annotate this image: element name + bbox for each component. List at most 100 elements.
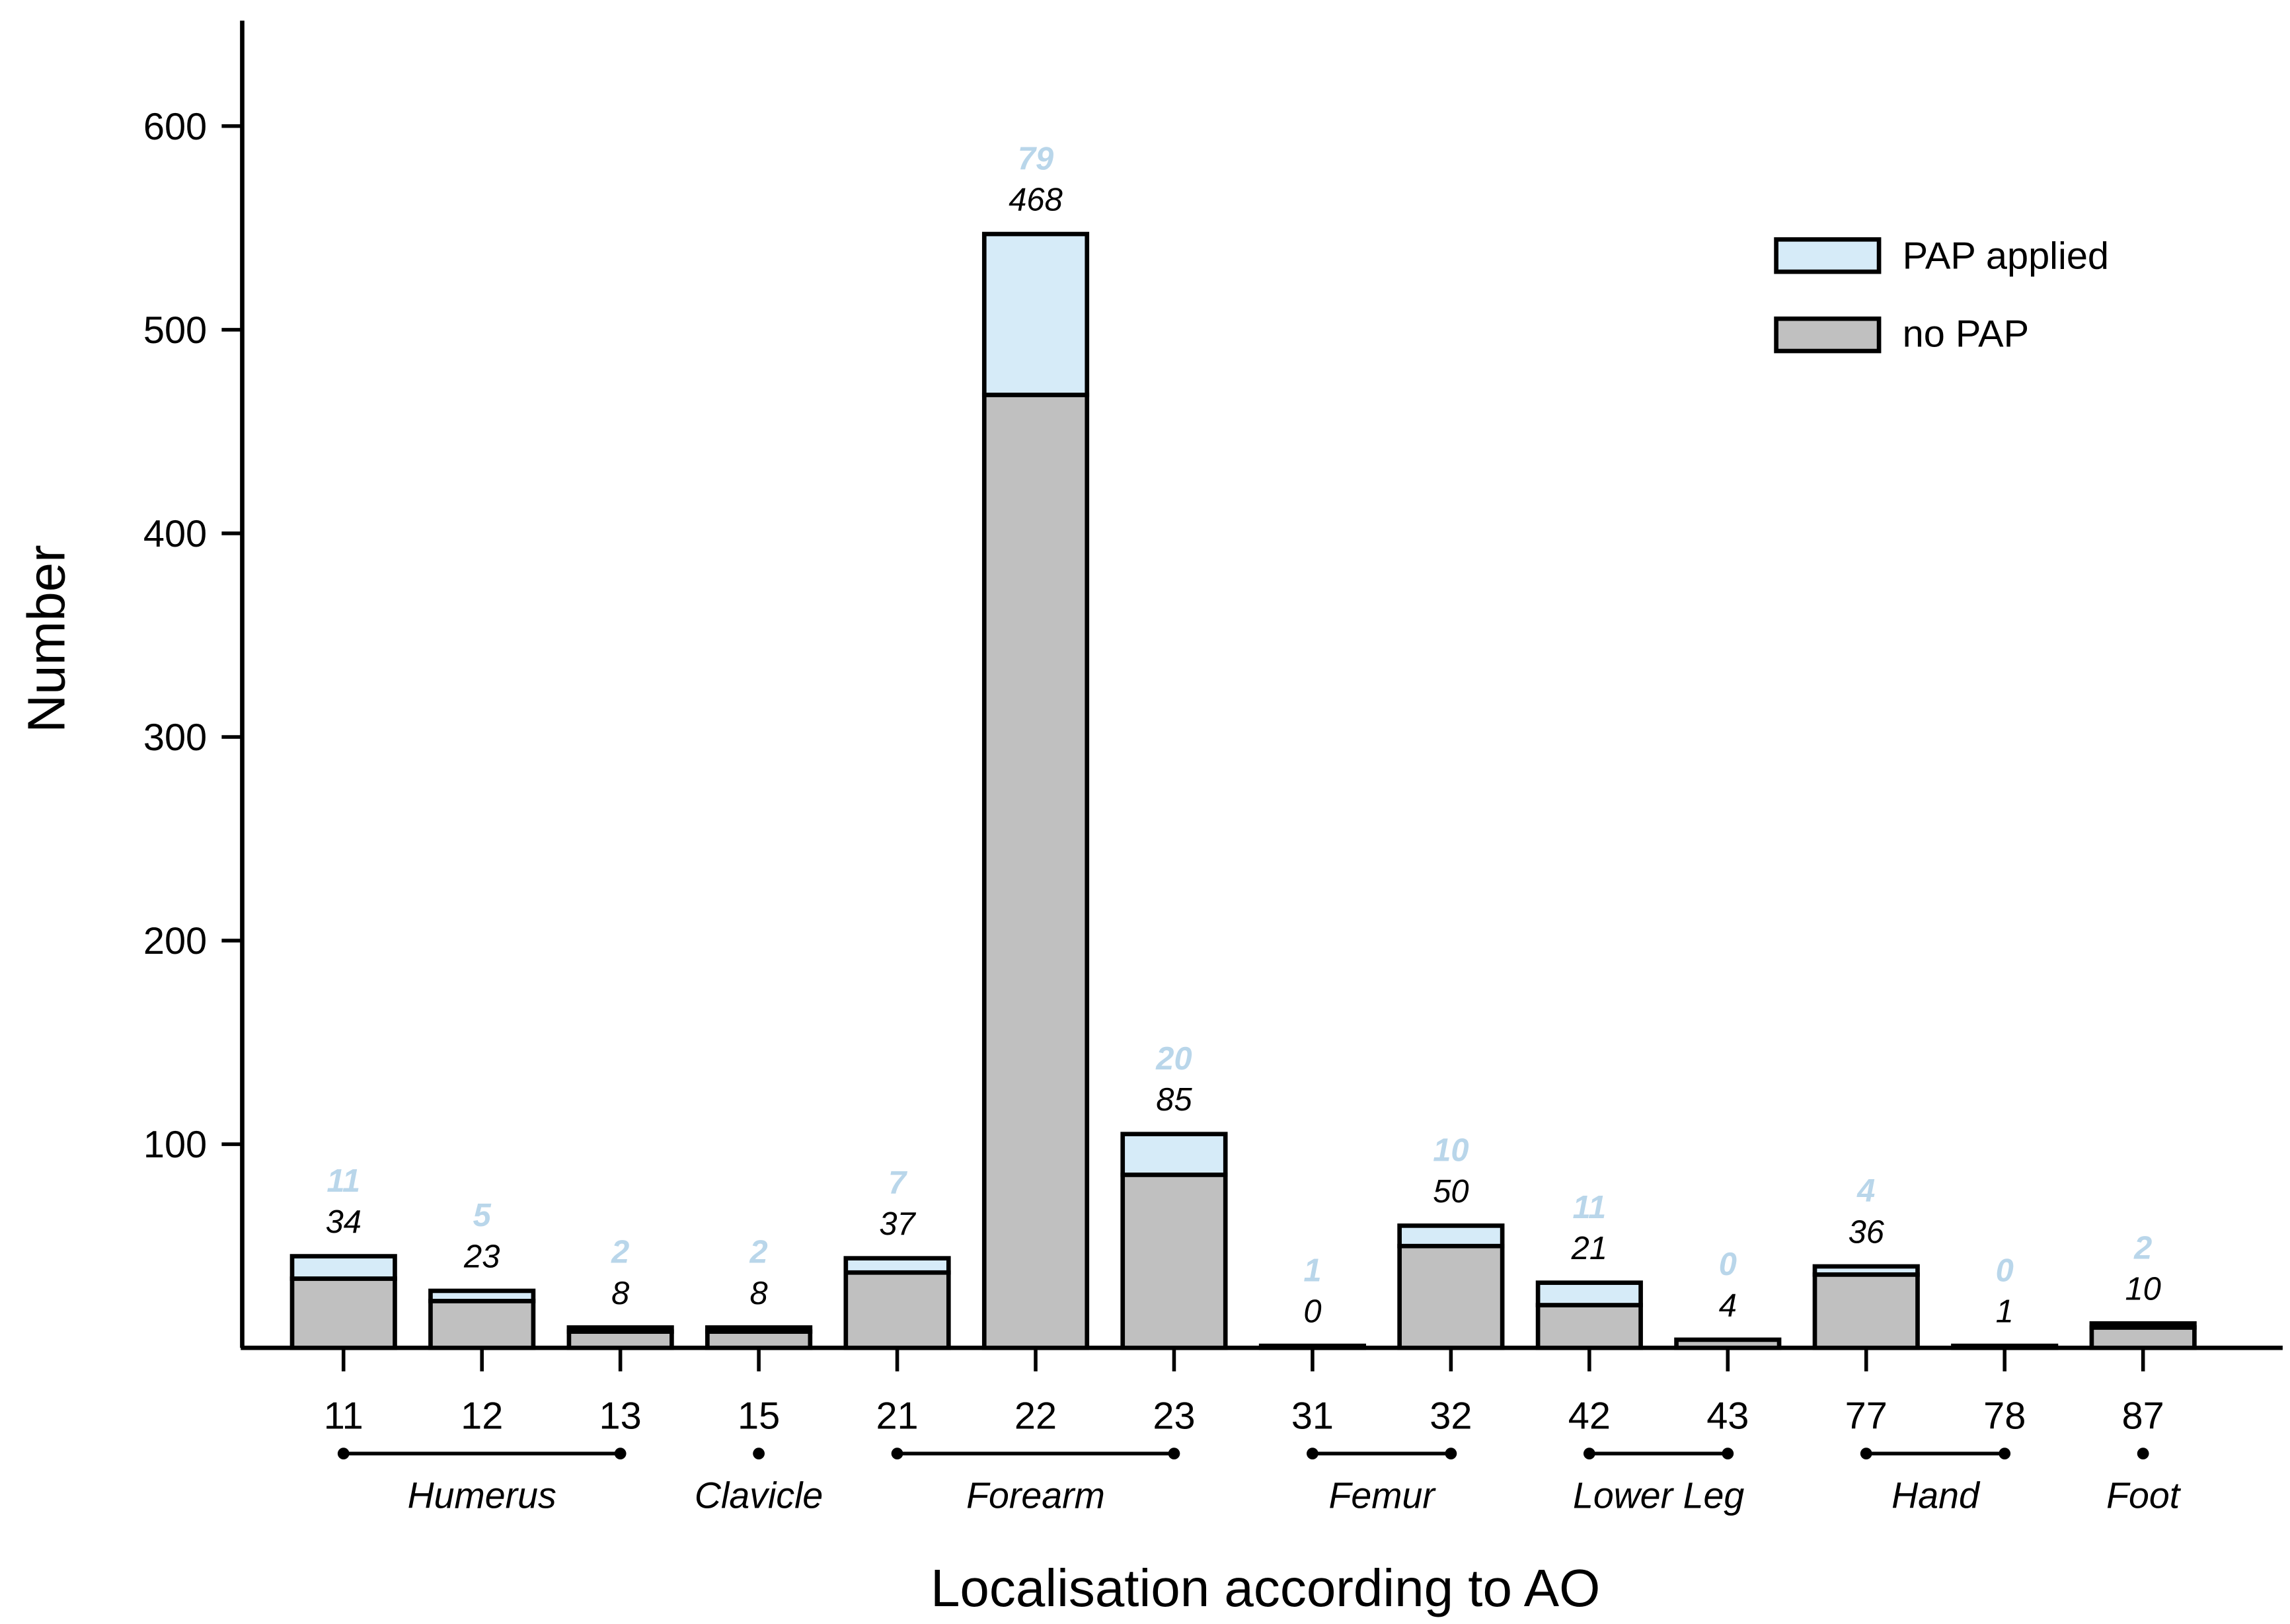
group-dot bbox=[2137, 1448, 2149, 1460]
group-label: Hand bbox=[1891, 1475, 1981, 1516]
legend: PAP applied no PAP bbox=[1774, 235, 2109, 355]
data-label-pap-applied: 11 bbox=[1572, 1190, 1606, 1225]
bar-no-pap bbox=[981, 393, 1090, 1350]
group-annotations: Humerus Clavicle Forearm Femur Lower Leg Hand… bbox=[337, 1448, 2182, 1516]
bar-no-pap bbox=[428, 1299, 536, 1350]
data-label-pap-applied: 4 bbox=[1856, 1173, 1875, 1209]
data-label-no-pap: 34 bbox=[326, 1204, 362, 1240]
group-dot bbox=[1445, 1448, 1457, 1460]
bar-no-pap bbox=[1812, 1272, 1920, 1350]
bar-pap-applied bbox=[428, 1288, 536, 1303]
x-axis-label: Localisation according to AO bbox=[931, 1559, 1600, 1617]
x-tick-label: 11 bbox=[324, 1395, 363, 1437]
data-label-no-pap: 4 bbox=[1719, 1288, 1737, 1323]
y-tick-label: 200 bbox=[143, 920, 207, 962]
group-dot bbox=[614, 1448, 627, 1460]
data-label-pap-applied: 5 bbox=[473, 1198, 492, 1233]
x-tick-label: 78 bbox=[1983, 1395, 2026, 1437]
x-tick-label: 22 bbox=[1014, 1395, 1057, 1437]
x-tick-label: 43 bbox=[1706, 1395, 1749, 1437]
group-dot bbox=[1722, 1448, 1734, 1460]
group-dot bbox=[1999, 1448, 2011, 1460]
data-label-pap-applied: 1 bbox=[1303, 1253, 1321, 1288]
data-label-no-pap: 21 bbox=[1571, 1231, 1607, 1266]
y-tick-label: 400 bbox=[143, 513, 207, 555]
data-label-pap-applied: 20 bbox=[1155, 1041, 1192, 1077]
data-label-no-pap: 1 bbox=[1996, 1294, 2014, 1330]
data-label-pap-applied: 11 bbox=[326, 1163, 360, 1199]
bar-no-pap bbox=[1674, 1337, 1782, 1350]
data-label-pap-applied: 0 bbox=[1996, 1253, 2014, 1288]
bar-pap-applied bbox=[843, 1256, 951, 1275]
group-label: Clavicle bbox=[695, 1475, 823, 1516]
group-dot bbox=[753, 1448, 765, 1460]
x-tick-label: 87 bbox=[2122, 1395, 2164, 1437]
bar-no-pap bbox=[1397, 1243, 1505, 1350]
bar-no-pap bbox=[1120, 1173, 1228, 1350]
bar-pap-applied bbox=[566, 1325, 674, 1334]
bar-pap-applied bbox=[1397, 1223, 1505, 1249]
bar-pap-applied bbox=[289, 1254, 397, 1281]
x-tick-label: 21 bbox=[876, 1395, 918, 1437]
data-label-no-pap: 8 bbox=[750, 1276, 768, 1311]
bar-pap-applied bbox=[1535, 1280, 1643, 1307]
bar-no-pap bbox=[566, 1329, 674, 1350]
data-label-pap-applied: 0 bbox=[1719, 1247, 1737, 1282]
data-label-no-pap: 0 bbox=[1303, 1294, 1321, 1330]
bar-no-pap bbox=[1951, 1343, 2059, 1350]
group-dot bbox=[891, 1448, 903, 1460]
bar-pap-applied bbox=[981, 231, 1090, 397]
data-label-no-pap: 36 bbox=[1849, 1214, 1885, 1250]
data-label-pap-applied: 2 bbox=[611, 1235, 629, 1270]
bar-pap-applied bbox=[1120, 1132, 1228, 1177]
data-label-pap-applied: 7 bbox=[888, 1165, 908, 1201]
data-label-no-pap: 8 bbox=[611, 1276, 629, 1311]
group-dot bbox=[1860, 1448, 1872, 1460]
y-tick-label: 600 bbox=[143, 106, 207, 148]
legend-label-pap-applied: PAP applied bbox=[1903, 235, 2109, 278]
group-label: Foot bbox=[2106, 1475, 2182, 1516]
bars bbox=[289, 231, 2197, 1350]
x-tick-label: 77 bbox=[1845, 1395, 1888, 1437]
data-label-no-pap: 23 bbox=[463, 1239, 500, 1274]
x-tick-label: 42 bbox=[1568, 1395, 1611, 1437]
y-tick-label: 100 bbox=[143, 1124, 207, 1166]
bar-pap-applied bbox=[705, 1325, 813, 1334]
y-axis-label: Number bbox=[17, 545, 76, 732]
y-tick-label: 300 bbox=[143, 716, 207, 759]
group-dot bbox=[337, 1448, 350, 1460]
data-labels: 3411235828237746879852001501021114036410… bbox=[326, 141, 2161, 1329]
group-dot bbox=[1583, 1448, 1595, 1460]
group-dot bbox=[1168, 1448, 1180, 1460]
x-tick-label: 31 bbox=[1291, 1395, 1334, 1437]
data-label-no-pap: 10 bbox=[2125, 1272, 2160, 1307]
x-tick-label: 13 bbox=[599, 1395, 642, 1437]
data-label-no-pap: 468 bbox=[1009, 182, 1063, 218]
x-tick-label: 15 bbox=[738, 1395, 780, 1437]
y-tick-label: 500 bbox=[143, 309, 207, 352]
group-label: Humerus bbox=[408, 1475, 556, 1516]
bar-pap-applied bbox=[2089, 1321, 2197, 1330]
bar-no-pap bbox=[705, 1329, 813, 1350]
legend-label-no-pap: no PAP bbox=[1903, 313, 2029, 355]
data-label-no-pap: 85 bbox=[1156, 1082, 1192, 1118]
group-dot bbox=[1307, 1448, 1318, 1460]
x-tick-label: 12 bbox=[461, 1395, 503, 1437]
data-label-no-pap: 37 bbox=[879, 1206, 916, 1242]
data-label-pap-applied: 79 bbox=[1018, 141, 1053, 176]
data-label-pap-applied: 2 bbox=[2133, 1231, 2152, 1266]
x-tick-label: 23 bbox=[1153, 1395, 1195, 1437]
group-label: Forearm bbox=[966, 1475, 1105, 1516]
bar-no-pap bbox=[2089, 1325, 2197, 1350]
legend-swatch-no-pap bbox=[1774, 316, 1882, 354]
bar-pap-applied bbox=[1812, 1264, 1920, 1277]
data-label-pap-applied: 10 bbox=[1433, 1133, 1469, 1169]
data-label-pap-applied: 2 bbox=[749, 1235, 768, 1270]
bar-no-pap bbox=[843, 1270, 951, 1350]
group-label: Lower Leg bbox=[1573, 1475, 1744, 1516]
x-tick-label: 32 bbox=[1430, 1395, 1472, 1437]
bar-no-pap bbox=[1535, 1303, 1643, 1350]
bar-pap-applied bbox=[1258, 1343, 1367, 1350]
group-label: Femur bbox=[1328, 1475, 1436, 1516]
